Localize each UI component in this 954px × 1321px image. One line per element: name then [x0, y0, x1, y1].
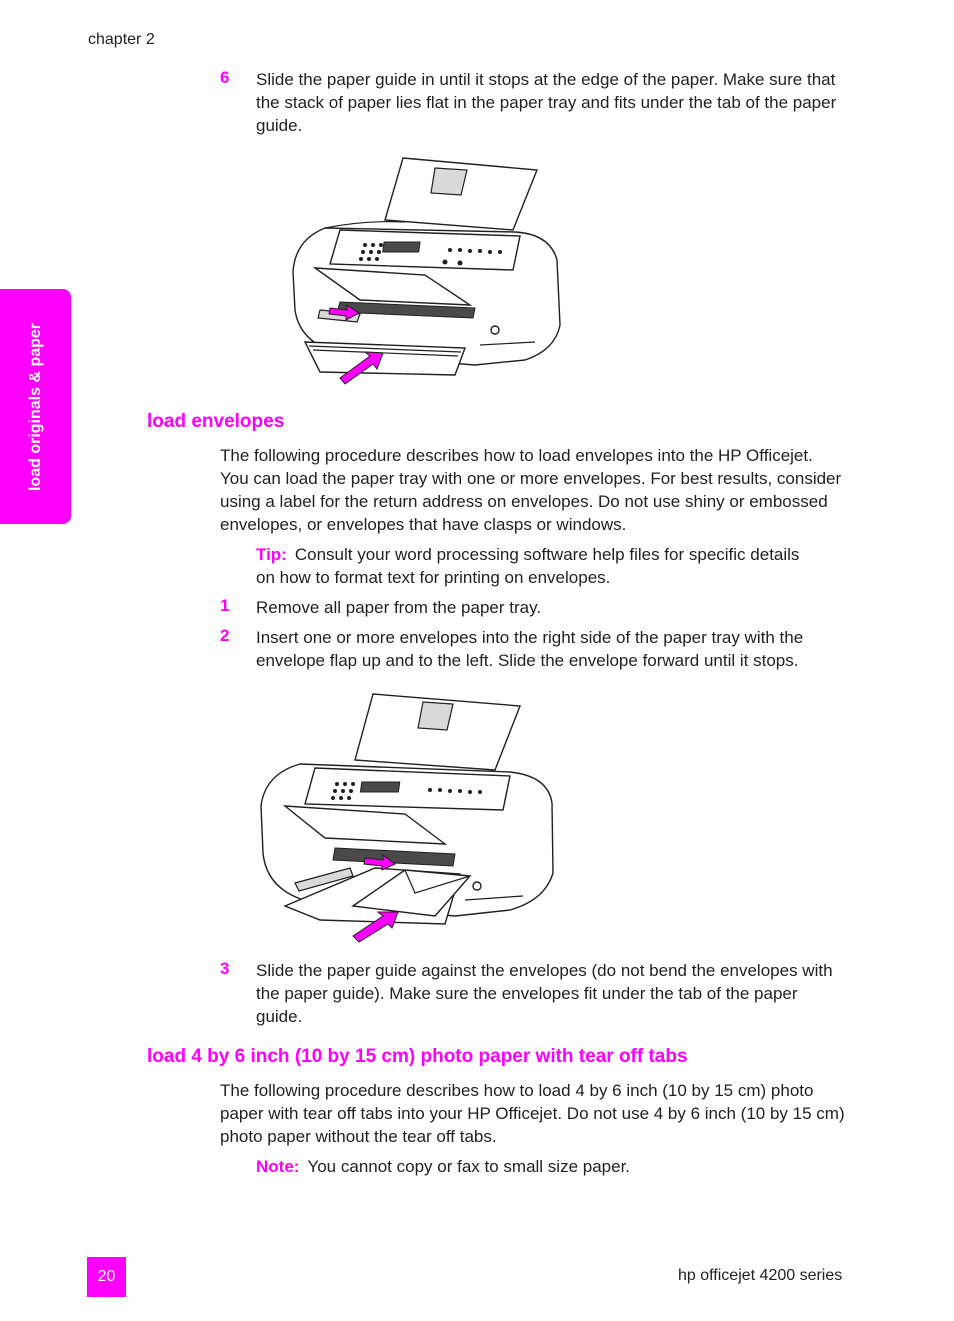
step-1: 1 Remove all paper from the paper tray.: [220, 596, 845, 619]
chapter-label: chapter 2: [88, 31, 155, 48]
step-text: Remove all paper from the paper tray.: [256, 598, 542, 617]
printer-loading-envelope-illustration: [260, 693, 554, 943]
step-3: 3 Slide the paper guide against the enve…: [220, 959, 845, 1028]
section-side-tab: load originals & paper: [0, 289, 71, 524]
note-text: You cannot copy or fax to small size pap…: [307, 1157, 631, 1176]
envelopes-intro-paragraph: The following procedure describes how to…: [220, 446, 842, 534]
step-text: Insert one or more envelopes into the ri…: [256, 628, 804, 670]
printer-loading-paper-illustration: [292, 157, 561, 385]
step-number: 3: [220, 959, 230, 978]
step-number: 2: [220, 626, 230, 645]
note: Note: You cannot copy or fax to small siz…: [256, 1155, 816, 1178]
step-number: 1: [220, 596, 230, 615]
footer-product-title: hp officejet 4200 series: [678, 1267, 843, 1284]
photo-intro-paragraph: The following procedure describes how to…: [220, 1081, 845, 1146]
step-6: 6 Slide the paper guide in until it stop…: [220, 68, 845, 137]
step-number: 6: [220, 68, 230, 87]
section-heading-envelopes: load envelopes: [147, 411, 285, 432]
tip-note: Tip:Consult your word processing softwar…: [256, 543, 816, 589]
tip-text: Consult your word processing software he…: [256, 545, 800, 587]
tip-label: Tip:: [256, 545, 287, 564]
section-heading-photo-paper: load 4 by 6 inch (10 by 15 cm) photo pap…: [147, 1046, 688, 1067]
step-2: 2 Insert one or more envelopes into the …: [220, 626, 845, 672]
page-number: 20: [87, 1257, 126, 1297]
note-label: Note:: [256, 1157, 300, 1176]
side-tab-label: load originals & paper: [26, 322, 44, 491]
step-text: Slide the paper guide in until it stops …: [256, 70, 837, 135]
step-text: Slide the paper guide against the envelo…: [256, 961, 833, 1026]
